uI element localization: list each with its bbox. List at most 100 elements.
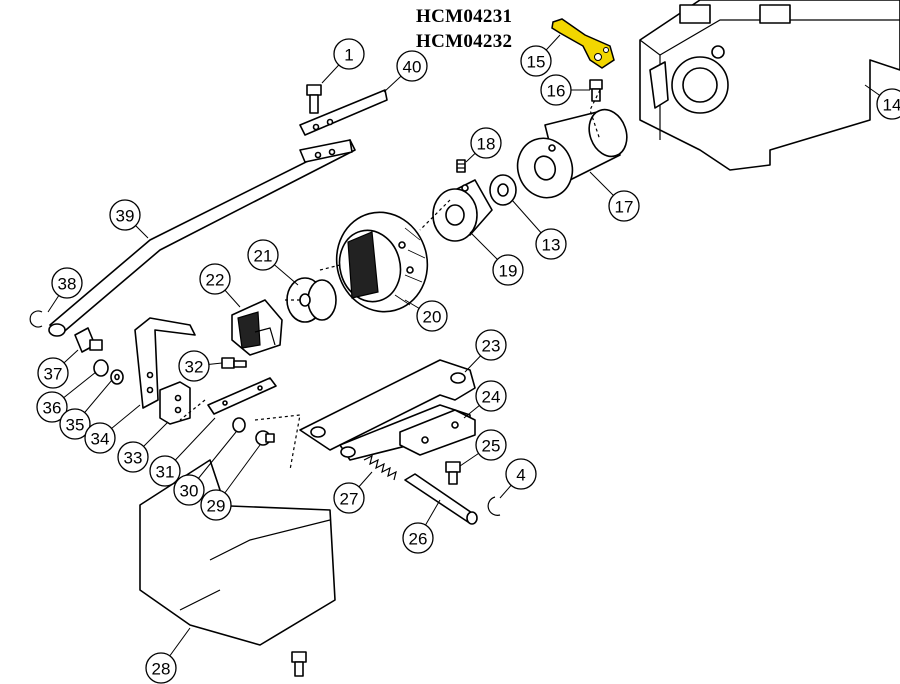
callout-33: 33 <box>117 421 169 473</box>
callout-number: 35 <box>66 416 85 435</box>
callout-number: 36 <box>43 399 62 418</box>
callout-circle <box>36 391 68 423</box>
long-lever-part <box>48 139 356 337</box>
machine-bed-part <box>639 0 900 171</box>
callout-number: 33 <box>124 449 143 468</box>
callout-number: 37 <box>44 365 63 384</box>
callout-30: 30 <box>173 431 237 506</box>
callout-circle <box>173 474 205 506</box>
spring-part <box>363 454 397 481</box>
callout-26: 26 <box>402 499 441 554</box>
screw-16-part <box>589 79 603 102</box>
pin-29-part <box>255 430 275 446</box>
callout-34: 34 <box>84 404 141 454</box>
callout-circle <box>475 380 507 412</box>
callout-38: 38 <box>47 267 83 313</box>
callout-31: 31 <box>149 417 216 487</box>
callout-36: 36 <box>36 371 97 423</box>
callout-circle <box>84 422 116 454</box>
callout-circle <box>608 190 640 222</box>
callout-29: 29 <box>200 444 261 521</box>
callout-25: 25 <box>459 429 507 467</box>
plate-part <box>207 377 277 415</box>
set-screw-18-part <box>456 159 466 173</box>
callout-16: 16 <box>540 74 590 106</box>
callout-circle <box>333 38 365 70</box>
lever-bracket-part <box>299 89 388 136</box>
block-part <box>159 381 191 425</box>
callout-circle <box>117 441 149 473</box>
callout-circle <box>109 199 141 231</box>
callout-17: 17 <box>589 171 640 222</box>
l-bracket-part <box>134 317 196 409</box>
washer-part <box>489 174 517 206</box>
part-code-primary: HCM04231 <box>416 6 513 27</box>
callout-number: 38 <box>58 275 77 294</box>
pin-30-part <box>232 417 246 433</box>
callout-number: 39 <box>116 207 135 226</box>
callout-circle <box>51 267 83 299</box>
callout-circle <box>149 455 181 487</box>
callout-circle <box>416 300 448 332</box>
callout-circle <box>396 50 428 82</box>
callout-number: 31 <box>156 463 175 482</box>
callout-circle <box>200 489 232 521</box>
callout-circle <box>178 350 210 382</box>
callout-number: 27 <box>340 490 359 509</box>
callout-circle <box>540 74 572 106</box>
callout-circle <box>333 482 365 514</box>
callout-22: 22 <box>199 263 241 308</box>
callout-number: 16 <box>547 82 566 101</box>
highlighted-bracket-part <box>551 18 615 69</box>
callout-27: 27 <box>333 471 373 514</box>
callout-13: 13 <box>511 199 567 260</box>
callout-number: 22 <box>206 271 225 290</box>
e-ring-38-part <box>29 310 43 328</box>
shaft-sleeve-part <box>516 108 628 199</box>
callout-number: 13 <box>542 236 561 255</box>
callout-number: 28 <box>152 660 171 679</box>
callout-23: 23 <box>464 329 507 373</box>
rotating-hook-part <box>335 211 429 313</box>
bobbin-part <box>286 277 337 323</box>
callout-32: 32 <box>178 350 223 382</box>
callout-circle <box>492 254 524 286</box>
callout-circle <box>199 263 231 295</box>
callout-number: 21 <box>254 247 273 266</box>
callout-number: 29 <box>207 497 226 516</box>
callout-circle <box>876 88 900 120</box>
screw-bottom-part <box>291 651 307 677</box>
callout-21: 21 <box>247 239 299 286</box>
callout-circle <box>520 45 552 77</box>
callout-number: 14 <box>883 96 900 115</box>
callout-circle <box>535 228 567 260</box>
callout-number: 40 <box>403 58 422 77</box>
callout-1: 1 <box>321 38 365 84</box>
e-ring-4-part <box>487 496 501 516</box>
callout-number: 15 <box>527 53 546 72</box>
callout-number: 34 <box>91 430 110 449</box>
callout-number: 25 <box>482 437 501 456</box>
callout-number: 19 <box>499 262 518 281</box>
callout-20: 20 <box>404 299 448 332</box>
callout-number: 18 <box>477 135 496 154</box>
callout-circle <box>247 239 279 271</box>
callout-number: 4 <box>516 466 525 485</box>
callout-number: 17 <box>615 198 634 217</box>
nut-part <box>93 359 124 385</box>
callout-number: 23 <box>482 337 501 356</box>
callout-35: 35 <box>59 379 113 440</box>
pivot-shaft-part <box>404 473 478 525</box>
mount-plate-part <box>399 409 476 456</box>
screw-32-part <box>221 357 247 369</box>
callout-number: 1 <box>344 46 353 65</box>
callout-circle <box>145 652 177 684</box>
callout-37: 37 <box>37 349 79 389</box>
screw-1-part <box>306 84 322 114</box>
callout-number: 24 <box>482 388 501 407</box>
callout-18: 18 <box>465 127 502 163</box>
callout-circle <box>475 329 507 361</box>
callout-circle <box>475 429 507 461</box>
